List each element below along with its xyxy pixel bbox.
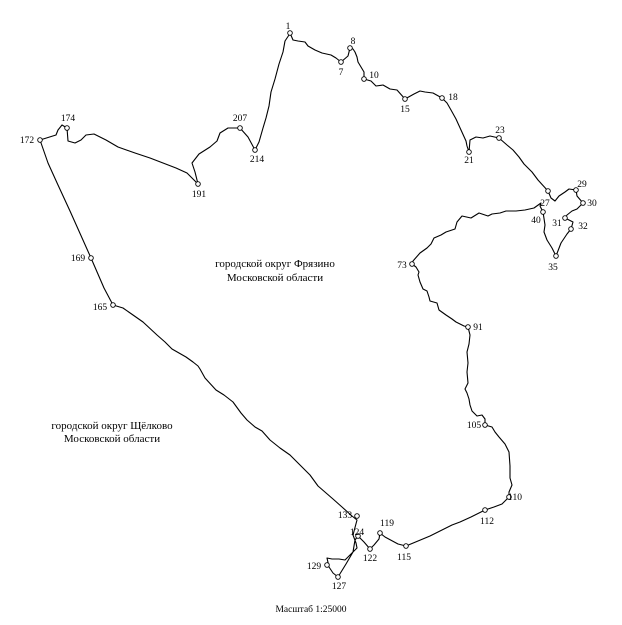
boundary-vertex-214 (252, 147, 258, 153)
boundary-vertex-112 (482, 507, 488, 513)
point-label-133: 133 (338, 511, 353, 521)
point-label-110: 110 (508, 493, 522, 503)
point-label-112: 112 (480, 517, 494, 527)
point-label-23: 23 (495, 126, 505, 136)
point-label-18: 18 (448, 93, 458, 103)
boundary-vertex-172 (37, 137, 43, 143)
point-label-122: 122 (363, 554, 378, 564)
boundary-vertex-29 (573, 187, 579, 193)
point-label-207: 207 (233, 114, 248, 124)
point-label-91: 91 (473, 323, 483, 333)
point-label-8: 8 (351, 37, 356, 47)
boundary-vertex-30 (580, 200, 586, 206)
point-label-21: 21 (464, 156, 474, 166)
area-label-fryazino-line2: Московской области (227, 272, 323, 284)
boundary-vertex-174 (64, 125, 70, 131)
point-label-119: 119 (380, 519, 394, 529)
boundary-vertex-73 (409, 261, 415, 267)
boundary-vertex-105 (482, 422, 488, 428)
point-label-73: 73 (397, 261, 407, 271)
boundary-vertex-191 (195, 181, 201, 187)
boundary-vertex-32 (568, 226, 574, 232)
point-label-15: 15 (400, 105, 410, 115)
point-label-115: 115 (397, 553, 411, 563)
point-label-35: 35 (548, 263, 558, 273)
point-label-105: 105 (467, 421, 482, 431)
point-label-7: 7 (339, 68, 344, 78)
boundary-vertex-91 (465, 324, 471, 330)
point-label-165: 165 (93, 303, 108, 313)
point-label-124: 124 (350, 528, 365, 538)
point-label-172: 172 (20, 136, 35, 146)
boundary-vertex-21 (466, 149, 472, 155)
point-label-32: 32 (578, 222, 588, 232)
boundary-vertex-40 (540, 209, 546, 215)
boundary-line (39, 32, 584, 578)
point-label-214: 214 (250, 155, 265, 165)
boundary-vertex-165 (110, 302, 116, 308)
point-label-191: 191 (192, 190, 207, 200)
point-label-27: 27 (540, 199, 550, 209)
point-label-169: 169 (71, 254, 86, 264)
point-label-1: 1 (286, 22, 291, 32)
boundary-vertex-133 (354, 513, 360, 519)
area-label-fryazino-line1: городской округ Фрязино (215, 258, 335, 270)
boundary-vertex-23 (496, 135, 502, 141)
point-label-31: 31 (552, 219, 562, 229)
boundary-vertex-122 (367, 546, 373, 552)
boundary-vertices (37, 30, 586, 580)
point-label-127: 127 (332, 582, 347, 592)
boundary-vertex-35 (553, 253, 559, 259)
scale-label: Масштаб 1:25000 (275, 604, 346, 615)
boundary-vertex-129 (324, 562, 330, 568)
area-label-shchelkovo-line2: Московской области (64, 433, 160, 445)
point-label-174: 174 (61, 114, 76, 124)
boundary-vertex-207 (237, 125, 243, 131)
boundary-vertex-7 (338, 59, 344, 65)
boundary-vertex-169 (88, 255, 94, 261)
point-label-29: 29 (577, 180, 587, 190)
point-label-30: 30 (587, 199, 597, 209)
boundary-vertex-127 (335, 574, 341, 580)
point-label-40: 40 (531, 216, 541, 226)
boundary-vertex-119 (377, 530, 383, 536)
boundary-vertex-8 (347, 45, 353, 51)
boundary-vertex-15 (402, 96, 408, 102)
boundary-vertex-124 (355, 533, 361, 539)
boundary-vertex-31 (562, 215, 568, 221)
point-label-10: 10 (369, 71, 379, 81)
boundary-vertex-110 (506, 494, 512, 500)
area-label-shchelkovo-line1: городской округ Щёлково (51, 420, 173, 432)
boundary-vertex-18 (439, 95, 445, 101)
boundary-vertex-115 (403, 543, 409, 549)
boundary-vertex-1 (287, 30, 293, 36)
point-label-129: 129 (307, 562, 322, 572)
boundary-vertex-27 (545, 188, 551, 194)
boundary-vertex-10 (361, 76, 367, 82)
